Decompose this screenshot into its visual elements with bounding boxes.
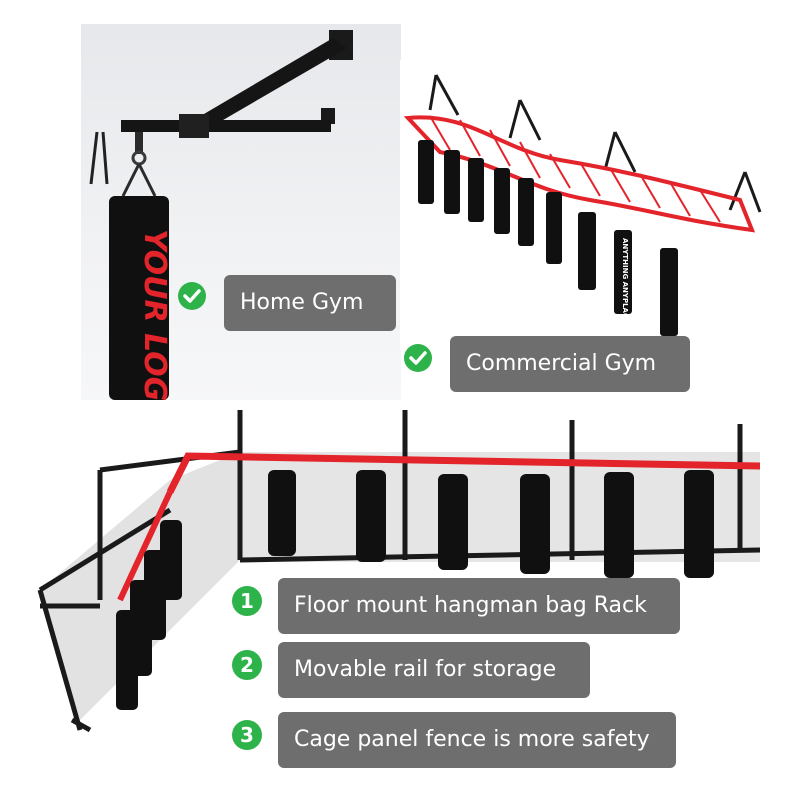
floor-rack-illustration <box>37 410 761 733</box>
commercial-gym-photo: ANYTHING ANYPLACE <box>400 60 780 350</box>
feature-3-label: Cage panel fence is more safety <box>278 712 676 768</box>
commercial-gym-badge: Commercial Gym <box>450 336 690 392</box>
heavy-bag <box>109 196 169 400</box>
feature-2-label: Movable rail for storage <box>278 642 590 698</box>
bag-row-angled <box>116 520 182 710</box>
ceiling-rail-illustration: ANYTHING ANYPLACE <box>403 74 762 336</box>
bag-row <box>418 140 678 336</box>
bag-brand-text: ANYTHING ANYPLACE <box>621 238 629 323</box>
feature-1-number: 1 <box>232 586 262 616</box>
home-gym-check-icon <box>178 282 206 310</box>
bag-logo-text: YOUR LOGO <box>137 229 172 400</box>
feature-3-number: 3 <box>232 720 262 750</box>
feature-2-number: 2 <box>232 650 262 680</box>
feature-1-label: Floor mount hangman bag Rack <box>278 578 680 634</box>
wall-bracket-illustration: YOUR LOGO <box>89 30 353 400</box>
commercial-gym-check-icon <box>404 344 432 372</box>
bag-row-straight <box>268 470 714 578</box>
home-gym-badge: Home Gym <box>224 275 396 331</box>
home-gym-photo: YOUR LOGO <box>81 24 401 400</box>
